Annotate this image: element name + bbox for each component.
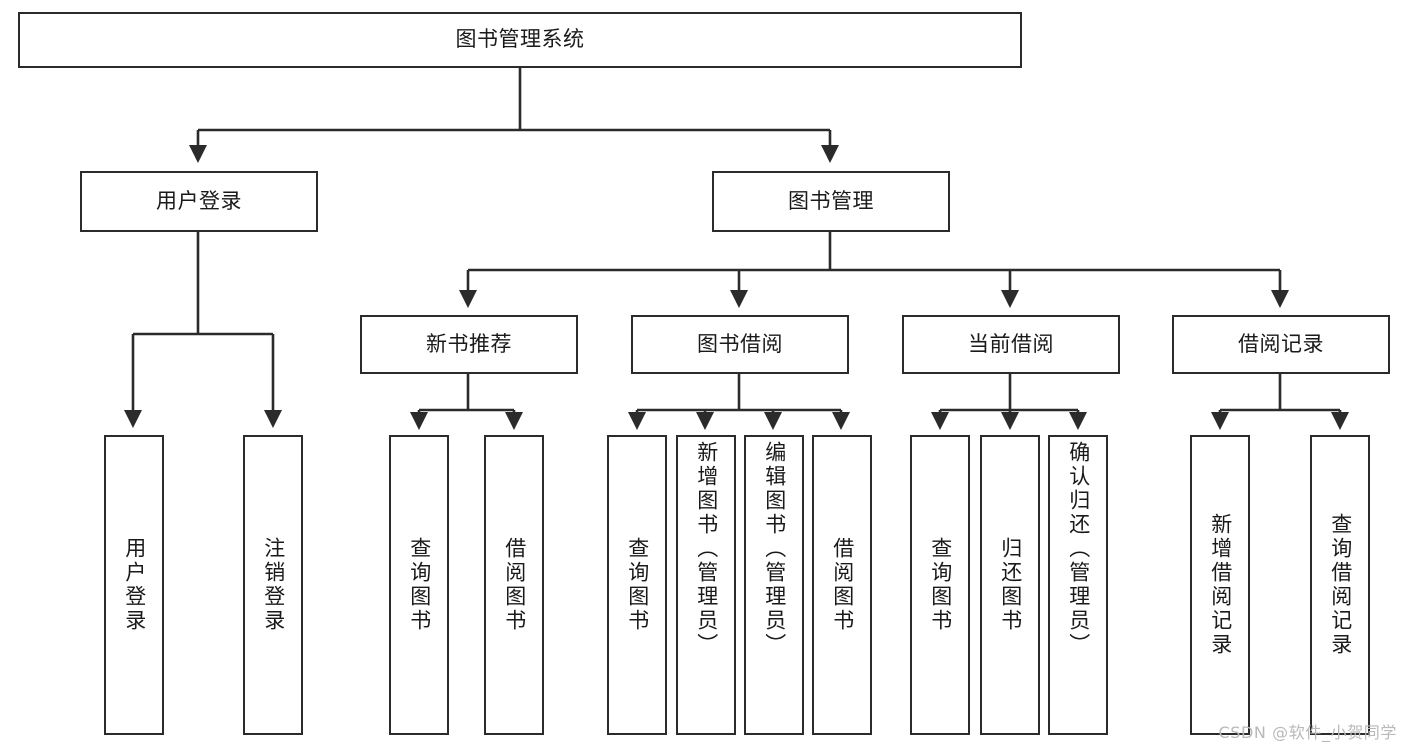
node-label: 查询图书 <box>407 537 432 633</box>
leaf-user-login-logout[interactable]: 注销登录 <box>243 435 303 735</box>
node-label: 新增图书（管理员） <box>694 441 719 657</box>
leaf-borrow-record-query-record[interactable]: 查询借阅记录 <box>1310 435 1370 735</box>
leaf-book-borrow-edit-book-admin[interactable]: 编辑图书（管理员） <box>744 435 804 735</box>
leaf-borrow-record-add-record[interactable]: 新增借阅记录 <box>1190 435 1250 735</box>
node-user-login[interactable]: 用户登录 <box>80 171 318 232</box>
node-label: 借阅记录 <box>1238 331 1324 356</box>
node-label: 编辑图书（管理员） <box>762 441 787 657</box>
leaf-book-borrow-add-book-admin[interactable]: 新增图书（管理员） <box>676 435 736 735</box>
leaf-new-book-query-book[interactable]: 查询图书 <box>389 435 449 735</box>
node-label: 新增借阅记录 <box>1208 513 1233 657</box>
node-borrow-record[interactable]: 借阅记录 <box>1172 315 1390 374</box>
leaf-book-borrow-borrow-book[interactable]: 借阅图书 <box>812 435 872 735</box>
node-label: 新书推荐 <box>426 331 512 356</box>
node-label: 用户登录 <box>156 188 242 213</box>
node-book-borrow[interactable]: 图书借阅 <box>631 315 849 374</box>
node-root-book-management-system[interactable]: 图书管理系统 <box>18 12 1022 68</box>
leaf-user-login-login[interactable]: 用户登录 <box>104 435 164 735</box>
node-label: 当前借阅 <box>968 331 1054 356</box>
node-book-management[interactable]: 图书管理 <box>712 171 950 232</box>
node-current-borrow[interactable]: 当前借阅 <box>902 315 1120 374</box>
node-label: 查询图书 <box>928 537 953 633</box>
node-label: 图书管理系统 <box>455 27 585 52</box>
leaf-current-borrow-return-book[interactable]: 归还图书 <box>980 435 1040 735</box>
node-label: 图书管理 <box>788 188 874 213</box>
node-label: 确认归还（管理员） <box>1066 441 1091 657</box>
node-label: 图书借阅 <box>697 331 783 356</box>
node-new-book-recommend[interactable]: 新书推荐 <box>360 315 578 374</box>
leaf-current-borrow-query-book[interactable]: 查询图书 <box>910 435 970 735</box>
node-label: 注销登录 <box>261 537 286 633</box>
node-label: 查询图书 <box>625 537 650 633</box>
leaf-current-borrow-confirm-return-admin[interactable]: 确认归还（管理员） <box>1048 435 1108 735</box>
node-label: 借阅图书 <box>502 537 527 633</box>
node-label: 归还图书 <box>998 537 1023 633</box>
node-label: 查询借阅记录 <box>1328 513 1353 657</box>
leaf-book-borrow-query-book[interactable]: 查询图书 <box>607 435 667 735</box>
node-label: 用户登录 <box>122 537 147 633</box>
node-label: 借阅图书 <box>830 537 855 633</box>
leaf-new-book-borrow-book[interactable]: 借阅图书 <box>484 435 544 735</box>
